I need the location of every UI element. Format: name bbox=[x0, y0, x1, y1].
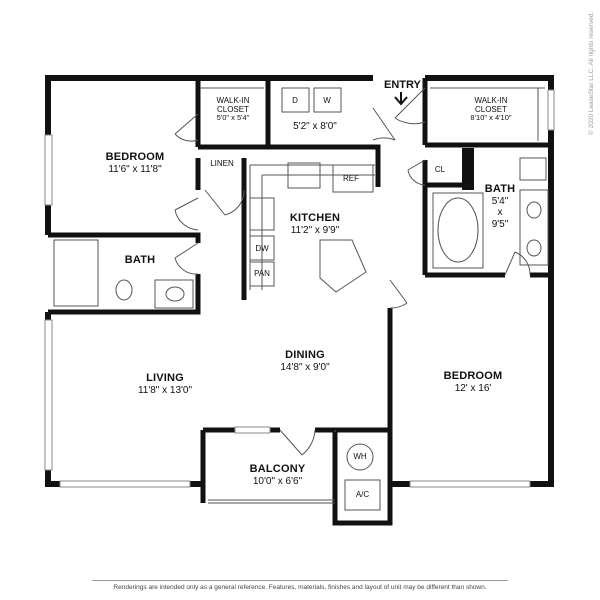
bedroom1-label: BEDROOM 11'6" x 11'8" bbox=[80, 151, 190, 175]
walkin2-dim: 8'10" x 4'10" bbox=[470, 113, 512, 123]
outer-wall-top-right bbox=[390, 75, 554, 487]
bedroom2-dim: 12' x 16' bbox=[454, 382, 492, 394]
bath2-label: BATH 5'4" x 9'5" bbox=[480, 183, 520, 230]
door-bath2 bbox=[504, 251, 531, 276]
thin-lines bbox=[53, 87, 549, 511]
entry-arrow-head bbox=[394, 96, 408, 106]
linen-label: LINEN bbox=[210, 159, 234, 168]
wall-bedroom1-bottom bbox=[48, 232, 201, 243]
door-bedroom1 bbox=[174, 197, 199, 231]
pan-label: PAN bbox=[254, 269, 270, 278]
cl-dark-wall bbox=[462, 148, 474, 190]
laundry-dim: 5'2" x 8'0" bbox=[293, 121, 337, 132]
disclaimer-text: Renderings are intended only as a genera… bbox=[113, 584, 487, 591]
pantry bbox=[249, 261, 275, 287]
toilet2 bbox=[519, 157, 547, 181]
bath2-name: BATH bbox=[484, 183, 516, 195]
washer-label: W bbox=[323, 96, 331, 105]
dining-name: DINING bbox=[285, 349, 325, 361]
kitchen-name: KITCHEN bbox=[289, 212, 341, 224]
bedroom1-name: BEDROOM bbox=[105, 151, 165, 163]
windows bbox=[44, 89, 555, 488]
range bbox=[287, 162, 321, 189]
window-bedroom2 bbox=[409, 480, 531, 488]
water-heater bbox=[346, 443, 374, 471]
tub-inner bbox=[437, 197, 479, 263]
toilet1 bbox=[115, 279, 133, 301]
bath2-dim1: 5'4" bbox=[491, 195, 509, 207]
door-balcony bbox=[279, 429, 316, 456]
window-living bbox=[44, 319, 53, 471]
kitchen-label: KITCHEN 11'2" x 9'9" bbox=[270, 212, 360, 236]
door-bedroom2 bbox=[389, 279, 408, 309]
doors bbox=[174, 87, 531, 456]
cl-label: CL bbox=[434, 165, 446, 174]
tub bbox=[432, 192, 484, 269]
dining-label: DINING 14'8" x 9'0" bbox=[260, 349, 350, 373]
living-label: LIVING 11'8" x 13'0" bbox=[120, 372, 210, 396]
disclaimer-rule bbox=[92, 580, 508, 581]
living-name: LIVING bbox=[146, 372, 184, 384]
door-cl bbox=[407, 159, 426, 186]
ac-label: A/C bbox=[355, 490, 370, 499]
copyright-text: © 2020 LeaseStar LLC. All rights reserve… bbox=[588, 11, 595, 135]
dryer-label: D bbox=[292, 96, 298, 105]
washer-box bbox=[313, 87, 342, 113]
vanity2 bbox=[519, 189, 549, 266]
bath1-label: BATH bbox=[115, 254, 165, 267]
island bbox=[319, 239, 367, 293]
walkin2-name: WALK-IN CLOSET bbox=[474, 96, 508, 115]
balcony-label: BALCONY 10'0" x 6'6" bbox=[230, 463, 325, 487]
sink2a bbox=[526, 201, 542, 219]
dining-dim: 14'8" x 9'0" bbox=[280, 361, 330, 373]
ref-label: REF bbox=[343, 174, 359, 183]
balcony-name: BALCONY bbox=[249, 463, 306, 475]
wall-bath1-right bbox=[48, 274, 201, 315]
wall-kitchen-top bbox=[339, 144, 381, 187]
exterior-walls bbox=[45, 75, 554, 487]
window-balcony bbox=[234, 426, 271, 434]
door-walkin1 bbox=[174, 113, 199, 142]
sink1 bbox=[165, 286, 185, 302]
balcony-rail bbox=[208, 499, 335, 504]
walkin1-dim: 5'0" x 5'4" bbox=[216, 113, 250, 123]
door-bath1 bbox=[174, 242, 199, 275]
bedroom2-name: BEDROOM bbox=[443, 370, 503, 382]
door-linen bbox=[204, 189, 245, 216]
walkin2-label: WALK-IN CLOSET 8'10" x 4'10" bbox=[455, 96, 527, 123]
bedroom1-dim: 11'6" x 11'8" bbox=[108, 163, 162, 175]
living-dim: 11'8" x 13'0" bbox=[137, 384, 193, 396]
sink2b bbox=[526, 239, 542, 257]
outer-wall-left-bottom bbox=[45, 312, 203, 487]
kitchen-dim: 11'2" x 9'9" bbox=[290, 224, 340, 236]
dryer-box bbox=[281, 87, 310, 113]
dishwasher bbox=[249, 235, 275, 261]
sink bbox=[249, 197, 275, 231]
window-bottom-left bbox=[59, 480, 191, 488]
wall-closet-wh bbox=[332, 430, 393, 526]
shower bbox=[53, 239, 99, 307]
bath2-x: x bbox=[497, 207, 503, 219]
interior-walls bbox=[48, 78, 551, 526]
laundry-label: 5'2" x 8'0" bbox=[275, 121, 355, 133]
balcony-dim: 10'0" x 6'6" bbox=[252, 475, 303, 487]
walkin1-name: WALK-IN CLOSET bbox=[216, 96, 250, 115]
entry-arrow bbox=[394, 92, 408, 106]
ac-unit bbox=[344, 479, 381, 511]
vanity1 bbox=[154, 279, 194, 309]
door-entry bbox=[394, 87, 426, 125]
dw-label: DW bbox=[255, 244, 269, 253]
fridge bbox=[332, 164, 374, 193]
door-laundry bbox=[372, 107, 396, 141]
bedroom2-label: BEDROOM 12' x 16' bbox=[428, 370, 518, 394]
wh-label: WH bbox=[353, 452, 367, 461]
bath1-name: BATH bbox=[124, 254, 156, 266]
entry-label: ENTRY bbox=[384, 79, 421, 91]
walkin1-label: WALK-IN CLOSET 5'0" x 5'4" bbox=[200, 96, 266, 123]
walkin2-shelf bbox=[430, 87, 545, 141]
window-walkin2 bbox=[547, 89, 555, 131]
bath2-dim2: 9'5" bbox=[491, 218, 509, 230]
window-bedroom1 bbox=[44, 134, 53, 206]
